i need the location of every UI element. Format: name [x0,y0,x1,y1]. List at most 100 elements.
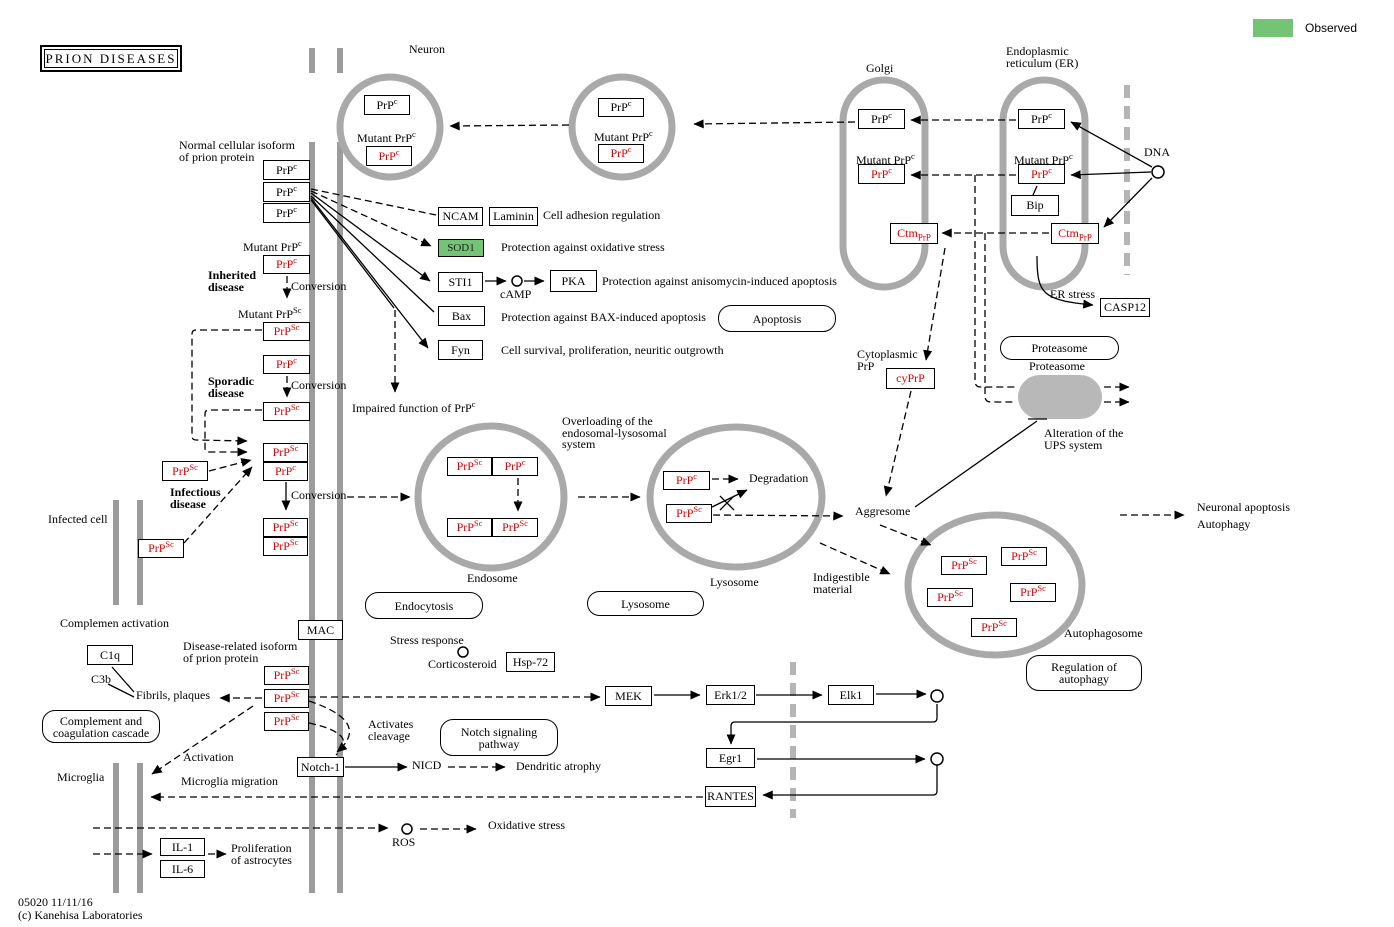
lysosome-pathway[interactable]: Lysosome [587,591,704,616]
conversion-label-1: Conversion [291,279,347,293]
dna-node-1 [1151,165,1165,179]
mek[interactable]: MEK [605,686,652,706]
stack1-prpc[interactable]: PrPc [263,462,308,481]
sporadic-prpsc[interactable]: PrPSc [263,402,310,421]
dr-prpsc-1[interactable]: PrPSc [264,666,309,685]
golgi-prpc[interactable]: PrPc [858,109,905,129]
nuclear-membrane [790,85,1130,818]
sti1[interactable]: STI1 [438,272,483,292]
erk12[interactable]: Erk1/2 [706,685,755,705]
bip[interactable]: Bip [1011,195,1059,216]
prpc-stack-2[interactable]: PrPc [263,182,310,202]
er-stress-label: ER stress [1050,287,1095,301]
mutant-vesicle-label: Mutant PrPc [594,128,653,144]
cyprp[interactable]: cyPrP [886,368,935,389]
autophagy-label: Autophagy [1197,517,1251,531]
endocytosis-pathway[interactable]: Endocytosis [365,592,483,619]
autophagosome-label: Autophagosome [1064,626,1143,640]
neuron-label: Neuron [409,42,445,56]
nicd-label: NICD [412,758,442,772]
golgi-mutant-prpc[interactable]: PrPc [858,164,905,184]
ncam[interactable]: NCAM [438,207,483,226]
mutant-golgi-label: Mutant PrPc [856,151,915,167]
infected-cell-label: Infected cell [48,512,108,526]
prpc-stack-3[interactable]: PrPc [263,203,310,223]
conversion-label-3: Conversion [291,488,347,502]
sod1[interactable]: SOD1 [438,239,484,257]
il6[interactable]: IL-6 [160,860,205,878]
protection-anisomycin-label: Protection against anisomycin-induced ap… [602,274,837,288]
sporadic-prpc[interactable]: PrPc [263,355,310,374]
auto-prpsc-2[interactable]: PrPSc [1001,547,1047,566]
prpc-stack-1[interactable]: PrPc [263,160,310,180]
er-prpc[interactable]: PrPc [1018,109,1065,129]
auto-prpsc-3[interactable]: PrPSc [927,588,973,607]
microglia-migration-label: Microglia migration [181,774,278,788]
egr1[interactable]: Egr1 [706,748,755,768]
apoptosis-pathway[interactable]: Apoptosis [718,305,836,332]
activation-label: Activation [183,750,234,764]
c1q[interactable]: C1q [87,645,133,665]
auto-prpsc-5[interactable]: PrPSc [971,618,1017,637]
corticosteroid-label: Corticosteroid [428,657,497,671]
dna-node-3 [930,752,944,766]
endosome-circle [414,422,568,572]
solid-connectors [107,121,1153,800]
inherited-prpc[interactable]: PrPc [263,255,310,274]
rantes[interactable]: RANTES [705,786,756,807]
pathway-title: PRION DISEASES [45,50,177,66]
er-ctmprp[interactable]: CtmPrP [1051,223,1099,244]
stack2-prpsc-a[interactable]: PrPSc [263,518,308,537]
dr-prpsc-3[interactable]: PrPSc [264,712,309,731]
camp-label: cAMP [500,287,532,301]
stress-response-label: Stress response [390,633,464,647]
laminin[interactable]: Laminin [489,207,538,226]
mutant-neuron-label: Mutant PrPc [357,129,416,145]
fyn[interactable]: Fyn [438,340,483,360]
inherited-prpsc[interactable]: PrPSc [263,322,310,341]
endo-prpsc-2[interactable]: PrPSc [447,518,492,537]
casp12[interactable]: CASP12 [1100,298,1150,317]
il1[interactable]: IL-1 [160,838,205,856]
proteasome-pathway[interactable]: Proteasome [1000,336,1119,360]
conversion-label-2: Conversion [291,378,347,392]
notch1[interactable]: Notch-1 [297,757,344,777]
free-prpsc[interactable]: PrPSc [162,461,208,481]
neuron-prpc[interactable]: PrPc [364,95,410,115]
lyso-prpc[interactable]: PrPc [663,471,710,490]
golgi-ctmprp[interactable]: CtmPrP [890,223,938,244]
stack1-prpsc[interactable]: PrPSc [263,443,308,462]
golgi-label: Golgi [866,61,894,75]
bax[interactable]: Bax [438,306,485,326]
dr-prpsc-2[interactable]: PrPSc [264,689,309,708]
auto-prpsc-4[interactable]: PrPSc [1010,583,1056,602]
endo-prpsc-3[interactable]: PrPSc [492,518,538,537]
endo-prpc[interactable]: PrPc [492,457,538,476]
er-mutant-prpc[interactable]: PrPc [1018,164,1065,184]
neuron-mutant-prpc[interactable]: PrPc [366,146,412,166]
mac[interactable]: MAC [298,620,343,640]
infected-prpsc[interactable]: PrPSc [138,539,184,558]
mutant-prpsc-label: Mutant PrPSc [238,305,302,321]
elk1[interactable]: Elk1 [828,685,874,705]
proteasome-label: Proteasome [1029,359,1085,373]
auto-prpsc-1[interactable]: PrPSc [941,556,987,575]
hsp72[interactable]: Hsp-72 [506,652,555,672]
lyso-prpsc[interactable]: PrPSc [666,504,712,523]
observed-legend-label: Observed [1305,21,1358,35]
endo-prpsc-1[interactable]: PrPSc [447,457,492,476]
camp-node [511,275,523,287]
neuronal-apoptosis-label: Neuronal apoptosis [1197,500,1290,514]
pka[interactable]: PKA [550,270,597,292]
stack2-prpsc-b[interactable]: PrPSc [263,537,308,556]
vesicle-prpc[interactable]: PrPc [598,98,644,117]
vesicle-mutant-prpc[interactable]: PrPc [598,144,644,163]
mutant-er-label: Mutant PrPc [1014,151,1073,167]
stress-response-node [457,646,469,658]
